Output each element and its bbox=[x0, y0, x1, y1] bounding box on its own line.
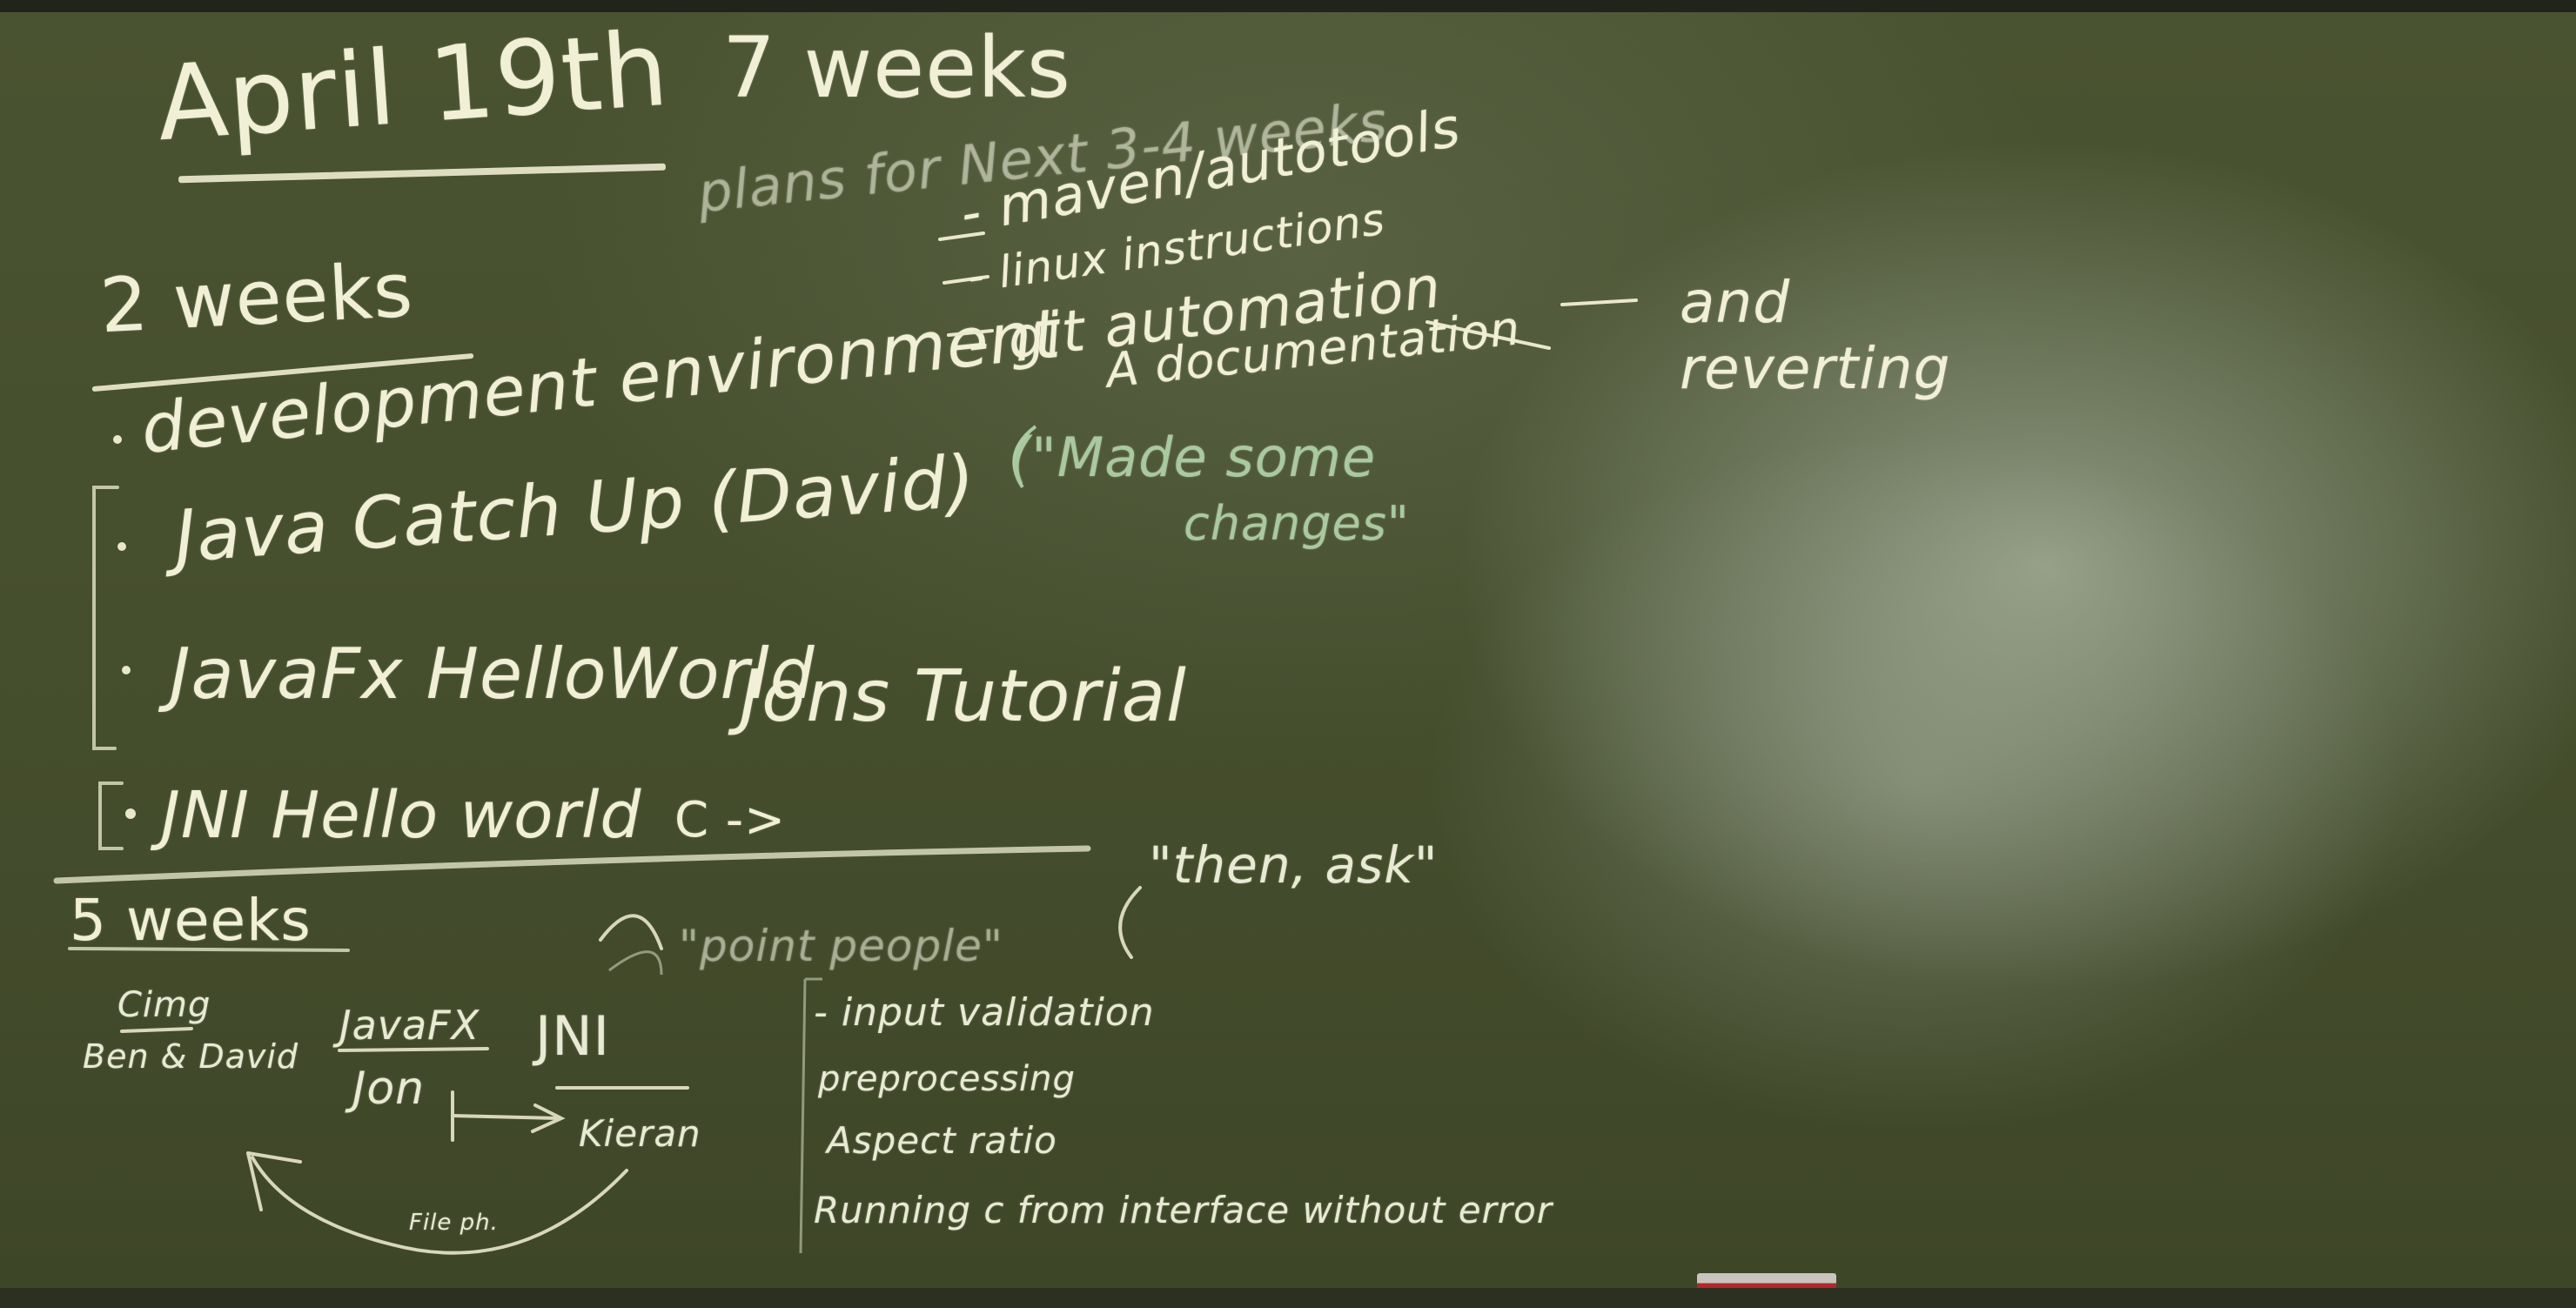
phase2-heading: 5 weeks bbox=[70, 887, 312, 954]
board-frame-top bbox=[0, 0, 2576, 12]
role-kieran: Kieran bbox=[579, 1112, 701, 1155]
total-weeks: 7 weeks bbox=[722, 19, 1071, 117]
point-people-note: "point people" bbox=[679, 921, 1003, 971]
then-ask-note: "then, ask" bbox=[1149, 835, 1439, 895]
commit-quote-line2: changes" bbox=[1184, 496, 1410, 551]
javafx-tutorial-note: Jons Tutorial bbox=[740, 655, 1187, 738]
role-javafx: JavaFX bbox=[339, 1002, 480, 1049]
jni-note: C -> bbox=[674, 792, 787, 849]
reverting-note: and reverting bbox=[1680, 269, 1951, 402]
role-filepath: File ph. bbox=[409, 1210, 499, 1236]
role-jon: Jon bbox=[352, 1063, 426, 1115]
task-input-validation: - input validation bbox=[814, 990, 1155, 1035]
phase1-item-jni: JNI Hello world bbox=[161, 778, 642, 853]
task-preprocessing: preprocessing bbox=[818, 1059, 1076, 1099]
phase1-item-javafx: JavaFx HelloWorld bbox=[170, 634, 815, 714]
commit-quote-line1: ("Made some bbox=[1010, 426, 1377, 489]
board-frame-bottom bbox=[0, 1288, 2576, 1308]
task-aspect-ratio: Aspect ratio bbox=[827, 1119, 1057, 1162]
task-running-c: Running c from interface without error bbox=[814, 1189, 1553, 1231]
role-jni: JNI bbox=[535, 1004, 610, 1068]
role-cimg: Cimg bbox=[117, 985, 211, 1025]
role-ben-david: Ben & David bbox=[83, 1037, 299, 1076]
